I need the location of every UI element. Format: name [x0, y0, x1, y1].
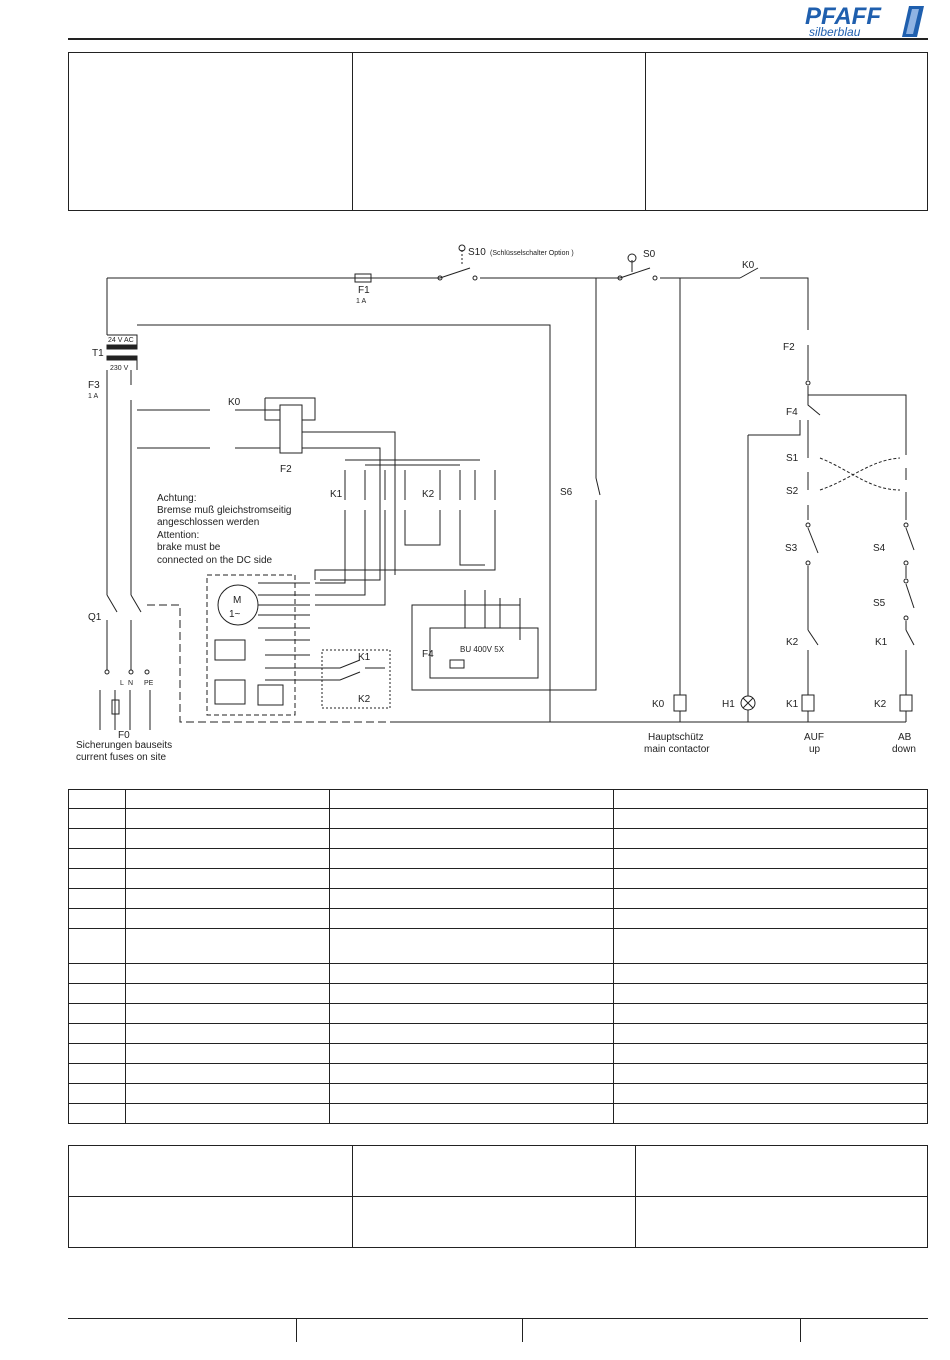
label-s5: S5: [873, 598, 886, 609]
note-de-1: Achtung:: [157, 493, 196, 504]
label-up-de: AUF: [804, 732, 824, 743]
top-box-divider-2: [645, 52, 646, 211]
top-info-box: [68, 52, 928, 211]
label-k2-aux: K2: [358, 694, 371, 705]
bottom-box-divider-1: [352, 1145, 353, 1248]
table-row: [68, 1103, 928, 1124]
label-k2-interlock: K2: [786, 637, 799, 648]
bottom-box-divider-2: [635, 1145, 636, 1248]
label-s10-note: (Schlüsselschalter Option ): [490, 250, 574, 257]
table-row: [68, 928, 928, 964]
footer-divider-3: [800, 1318, 801, 1342]
wiring-schematic: S10 (Schlüsselschalter Option ) S0 K0 F1…: [76, 244, 916, 763]
label-h1: H1: [722, 699, 735, 710]
footer-rule: [68, 1318, 928, 1319]
label-f0: F0: [118, 730, 130, 741]
note-en-2: brake must be: [157, 542, 221, 553]
label-f4-top: F4: [786, 407, 798, 418]
parts-table: [68, 789, 928, 1124]
label-f4-box-text: BU 400V 5X: [460, 645, 505, 654]
label-up-en: up: [809, 744, 821, 755]
label-pe: PE: [144, 680, 154, 687]
table-row: [68, 888, 928, 909]
table-row: [68, 848, 928, 869]
label-f1: F1: [358, 285, 370, 296]
label-k1-interlock: K1: [875, 637, 888, 648]
label-k0-coil: K0: [652, 699, 665, 710]
table-row: [68, 908, 928, 929]
top-box-divider-1: [352, 52, 353, 211]
footer-divider-1: [296, 1318, 297, 1342]
table-row: [68, 1063, 928, 1084]
label-l: L: [120, 680, 124, 687]
label-down-de: AB: [898, 732, 912, 743]
label-main-contactor-en: main contactor: [644, 744, 710, 755]
label-f0-de: Sicherungen bauseits: [76, 740, 172, 751]
table-row: [68, 1083, 928, 1104]
label-s4: S4: [873, 543, 886, 554]
label-k2-coil: K2: [874, 699, 887, 710]
label-k1-aux: K1: [358, 652, 371, 663]
label-s0: S0: [643, 249, 656, 260]
label-motor: M: [233, 595, 241, 606]
label-f3-rating: 1 A: [88, 393, 98, 400]
table-row: [68, 828, 928, 849]
label-k0-top: K0: [742, 260, 755, 271]
table-row: [68, 808, 928, 829]
label-f3: F3: [88, 380, 100, 391]
label-s3: S3: [785, 543, 798, 554]
label-f0-en: current fuses on site: [76, 752, 166, 763]
pfaff-logo: PFAFF silberblau: [803, 3, 925, 39]
label-k2-contacts: K2: [422, 489, 435, 500]
fuse-f1: [354, 273, 372, 283]
label-k0-contacts: K0: [228, 397, 241, 408]
table-row: [68, 789, 928, 809]
label-q1: Q1: [88, 612, 102, 623]
label-f1-rating: 1 A: [356, 298, 366, 305]
table-row: [68, 1023, 928, 1044]
note-en-1: Attention:: [157, 530, 199, 541]
table-row: [68, 868, 928, 889]
label-s1: S1: [786, 453, 799, 464]
table-row: [68, 983, 928, 1004]
label-t1: T1: [92, 348, 104, 359]
label-k1-contacts: K1: [330, 489, 343, 500]
note-en-3: connected on the DC side: [157, 555, 273, 566]
label-down-en: down: [892, 744, 916, 755]
header-rule: [68, 38, 928, 40]
label-s10: S10: [468, 247, 486, 258]
label-motor-type: 1~: [229, 609, 241, 620]
label-f2-mid: F2: [280, 464, 292, 475]
label-s6: S6: [560, 487, 573, 498]
label-main-contactor-de: Hauptschütz: [648, 732, 704, 743]
brand-bar-light: [906, 9, 919, 34]
label-k1-coil: K1: [786, 699, 799, 710]
brand-name: PFAFF: [805, 4, 882, 30]
brand-sub: silberblau: [809, 25, 861, 38]
table-row: [68, 963, 928, 984]
bottom-box-row-divider: [68, 1196, 928, 1197]
label-f4-box: F4: [422, 649, 434, 660]
note-de-2: Bremse muß gleichstromseitig: [157, 505, 291, 516]
label-t1-secondary: 230 V: [110, 365, 129, 372]
label-n: N: [128, 680, 133, 687]
table-row: [68, 1003, 928, 1024]
table-row: [68, 1043, 928, 1064]
label-s2: S2: [786, 486, 799, 497]
note-de-3: angeschlossen werden: [157, 517, 259, 528]
footer-divider-2: [522, 1318, 523, 1342]
label-f2-top: F2: [783, 342, 795, 353]
label-t1-primary: 24 V AC: [108, 337, 134, 344]
